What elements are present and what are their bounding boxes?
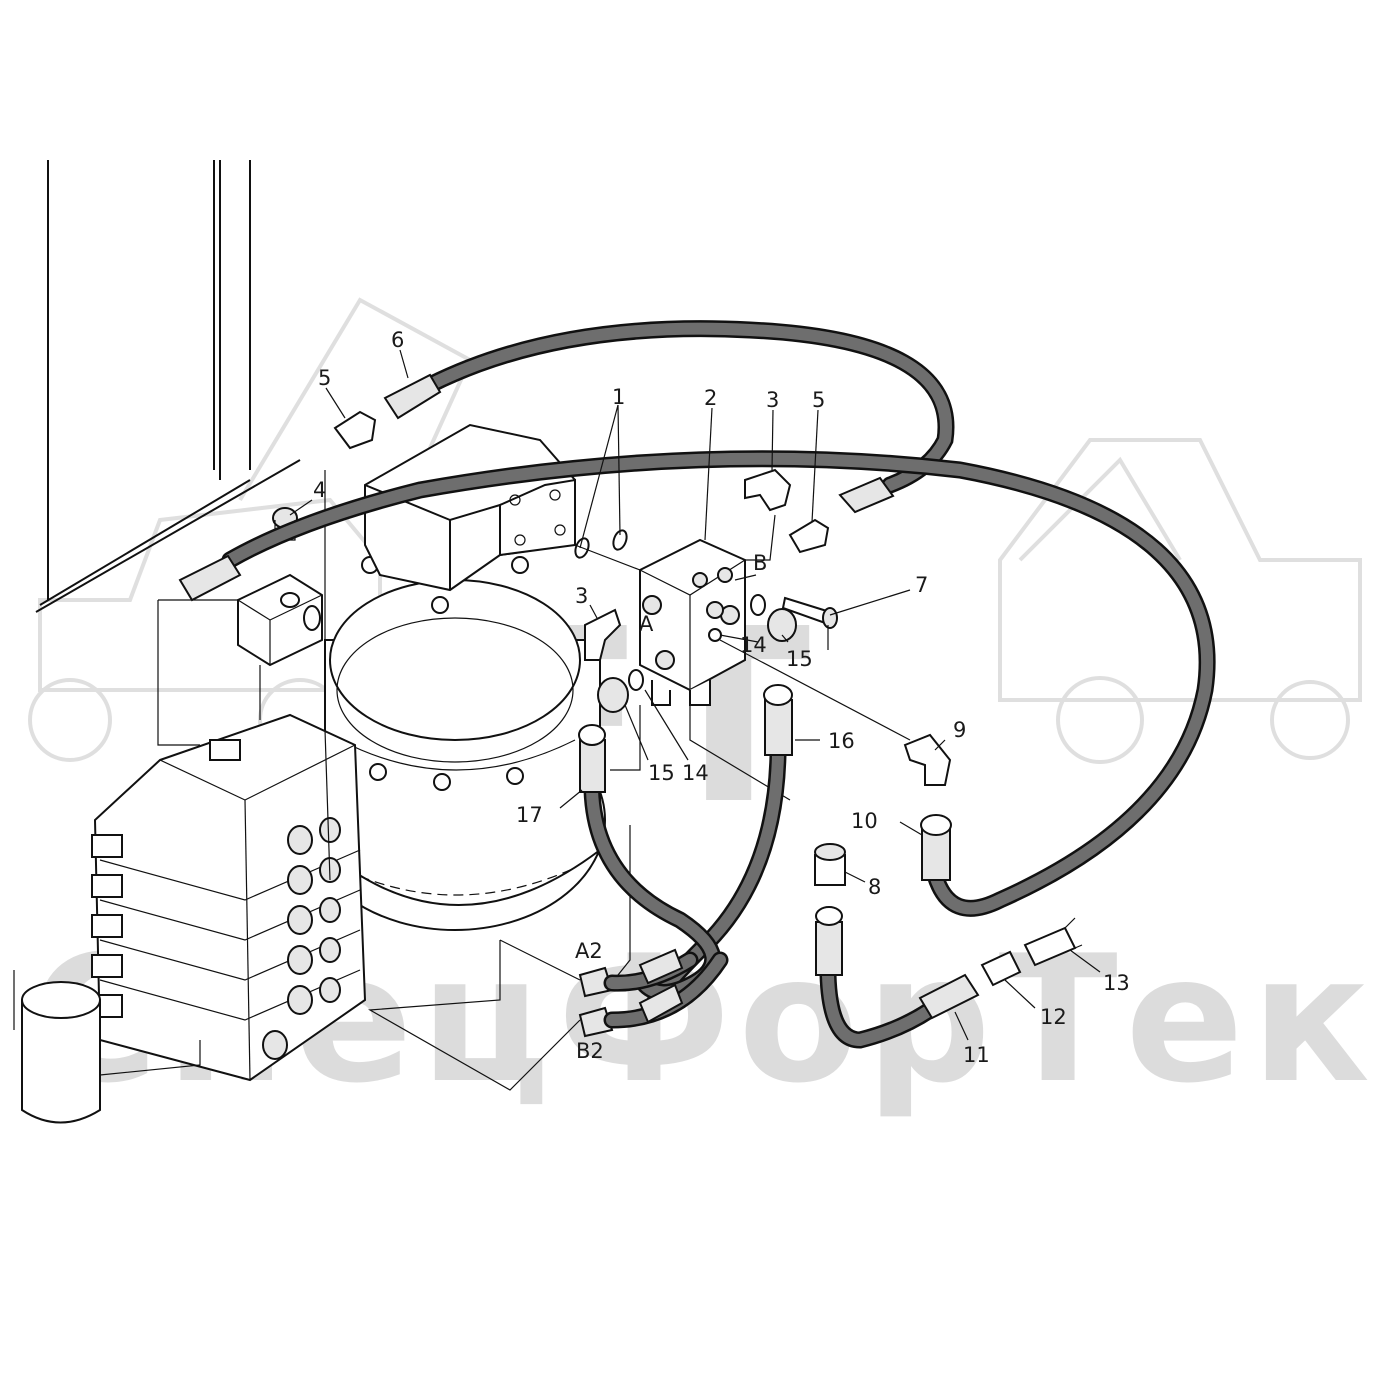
port-label-a: A bbox=[639, 612, 654, 636]
leader-lines bbox=[289, 349, 1101, 1041]
callout-15-left: 15 bbox=[648, 761, 675, 785]
cylinder-bottom-left bbox=[13, 970, 101, 1124]
elbow-part-3-top bbox=[744, 468, 792, 512]
callout-11: 11 bbox=[963, 1043, 990, 1067]
watermark-tractor-right-icon bbox=[998, 438, 1362, 764]
housing-bolts bbox=[361, 556, 529, 791]
callout-10: 10 bbox=[851, 809, 878, 833]
port-label-a2: A2 bbox=[575, 939, 603, 963]
callout-5-left: 5 bbox=[318, 366, 331, 390]
hose-ends-a2-b2 bbox=[578, 948, 729, 1038]
adapter-part-8 bbox=[814, 843, 846, 886]
plugs-14-15-right bbox=[706, 594, 797, 642]
callout-13: 13 bbox=[1103, 971, 1130, 995]
port-label-b2: B2 bbox=[576, 1039, 604, 1063]
motor-head-block bbox=[364, 423, 577, 592]
callout-12: 12 bbox=[1040, 1005, 1067, 1029]
callout-16: 16 bbox=[828, 729, 855, 753]
callout-numbers: 1 2 3 3 4 5 5 6 7 8 9 10 11 12 13 14 14 … bbox=[313, 328, 1130, 1067]
adapter-part-5-right bbox=[788, 518, 830, 554]
elbow-part-3-left bbox=[584, 608, 622, 661]
callout-14-right: 14 bbox=[740, 633, 767, 657]
routing-lines bbox=[99, 514, 829, 1091]
callout-17: 17 bbox=[516, 803, 543, 827]
plugs-14-15-left bbox=[597, 669, 644, 713]
swing-motor-housing bbox=[304, 556, 606, 931]
callout-8: 8 bbox=[868, 875, 881, 899]
callout-6: 6 bbox=[391, 328, 404, 352]
bolt-part-7 bbox=[781, 596, 838, 629]
distribution-block bbox=[237, 573, 323, 667]
callout-15-right: 15 bbox=[786, 647, 813, 671]
coupler-part-13 bbox=[1023, 917, 1083, 967]
callout-3-left: 3 bbox=[575, 584, 588, 608]
hose-part-6 bbox=[383, 320, 955, 514]
callout-9: 9 bbox=[953, 718, 966, 742]
adapter-part-5-left bbox=[333, 410, 377, 450]
hose-part-11 bbox=[815, 906, 980, 1049]
port-labels: A B A2 B2 bbox=[575, 551, 767, 1063]
port-label-b: B bbox=[753, 551, 767, 575]
callout-7: 7 bbox=[915, 573, 928, 597]
callout-1: 1 bbox=[612, 385, 625, 409]
callout-5-right: 5 bbox=[812, 388, 825, 412]
elbow-part-9 bbox=[903, 733, 952, 786]
adapter-part-12 bbox=[980, 950, 1022, 987]
control-valve-stack bbox=[91, 713, 367, 1082]
hose-main-loop bbox=[178, 450, 1216, 917]
callout-3-top: 3 bbox=[766, 388, 779, 412]
callout-2: 2 bbox=[704, 386, 717, 410]
callout-4: 4 bbox=[313, 478, 326, 502]
valve-block-part-2 bbox=[639, 538, 746, 706]
callout-14-left: 14 bbox=[682, 761, 709, 785]
